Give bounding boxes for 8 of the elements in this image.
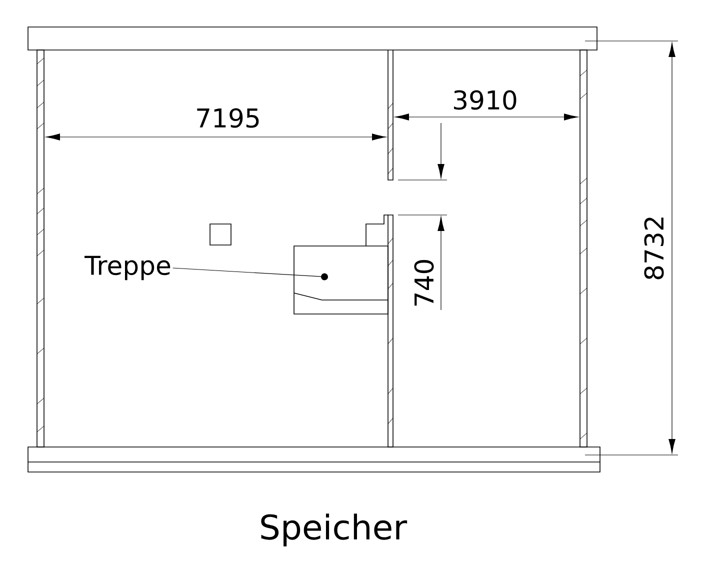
dimension-label: 3910: [454, 90, 516, 110]
dimension-label: 8732: [644, 218, 664, 280]
dimension-label: 740: [414, 260, 434, 306]
stair-box: [294, 246, 388, 314]
callout-label: Treppe: [84, 256, 170, 280]
caption: Speicher: [261, 514, 408, 546]
leader-line: [172, 268, 328, 280]
dimension-label: 7195: [197, 108, 259, 128]
